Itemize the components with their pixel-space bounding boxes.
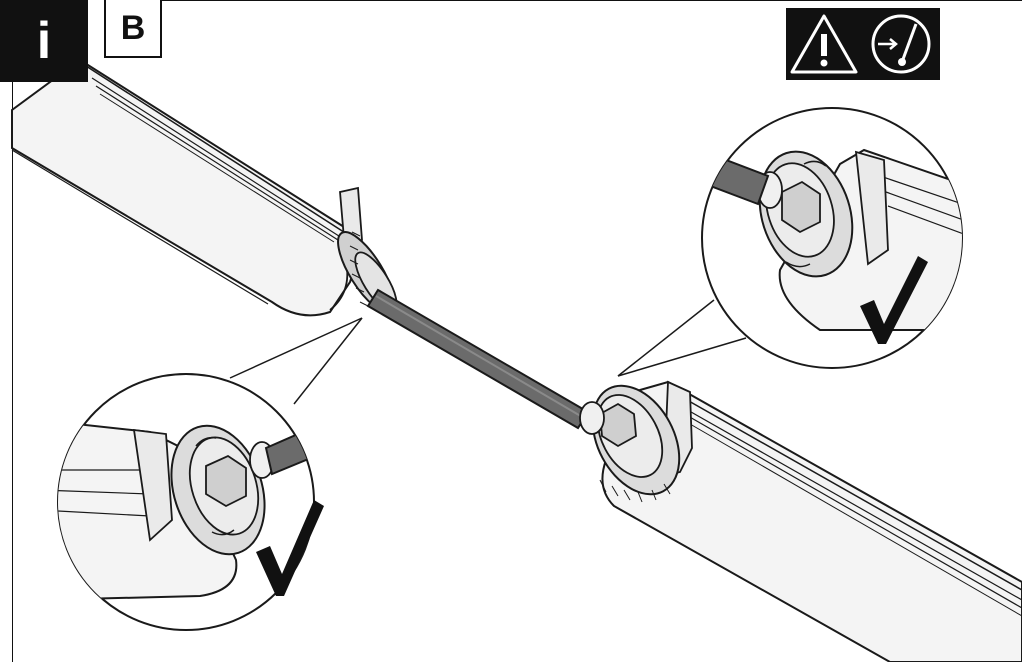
right-checkmark-icon [860,256,928,344]
left-checkmark-icon [256,500,324,596]
frame-left-rule [12,70,13,662]
step-label: B [120,9,146,47]
right-zoom-callout-lines [617,299,747,377]
left-detail-zoom [57,373,315,631]
left-luminaire-body [11,58,363,317]
connecting-cable [366,288,590,430]
frame-top-rule [150,0,1022,1]
right-detail-zoom [701,107,963,369]
left-zoom-callout-lines [229,317,363,405]
power-switch-off-icon [871,14,931,74]
info-label: i [36,12,52,70]
warning-icons-panel [786,8,940,80]
step-badge: B [104,0,162,58]
info-badge: i [0,0,88,82]
right-cable-gland [579,384,681,503]
warning-triangle-icon [790,14,858,74]
